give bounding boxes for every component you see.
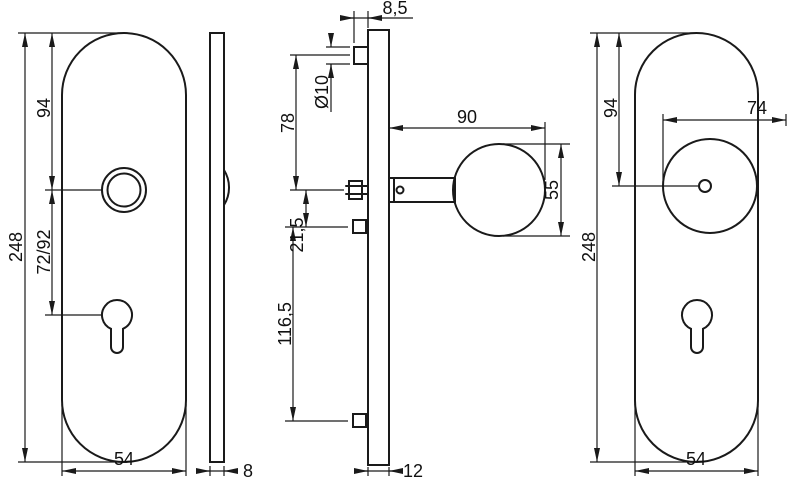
fixing-bolt-lower <box>352 413 367 428</box>
dim-label-top-to-axis-left: 94 <box>34 98 54 118</box>
dim-label-top-to-axis-right: 94 <box>601 98 621 118</box>
dim-label-axis-to-cylinder: 72/92 <box>34 229 54 274</box>
view-side-plate: 8 <box>196 32 253 480</box>
plate-profile-outline <box>209 32 225 463</box>
plate-side-outline <box>367 29 390 466</box>
dim-label-knob-offset: 74 <box>747 98 767 118</box>
grub-screw-hole <box>395 185 405 195</box>
dim-label-width-left: 54 <box>114 449 134 469</box>
plate-hub-bulge <box>223 169 231 206</box>
extension-lines-side-plate <box>196 466 238 476</box>
plate-outline-left <box>61 32 187 463</box>
dim-label-width-right: 54 <box>686 449 706 469</box>
top-screw-head <box>353 46 369 65</box>
dim-label-screw-to-axis: 78 <box>278 113 298 133</box>
handle-rose-inner-circle <box>106 172 142 208</box>
dimension-lines-side-knob <box>290 55 564 421</box>
dim-label-spindle-diameter: Ø10 <box>312 75 332 109</box>
view-front-left: 248 94 72/92 54 <box>6 32 187 476</box>
dimension-lines-left <box>22 33 186 474</box>
handle-rose-outer-circle <box>101 167 147 213</box>
fixing-bolt-upper <box>352 219 367 234</box>
dim-label-knob-projection: 90 <box>457 107 477 127</box>
dim-label-screw-protrusion: 8,5 <box>382 0 407 18</box>
euro-keyhole-right <box>681 299 713 354</box>
dim-label-total-height-left: 248 <box>6 232 26 262</box>
dim-label-plate-depth: 12 <box>403 461 423 480</box>
dim-label-knob-diameter: 55 <box>542 180 562 200</box>
plate-outline-right <box>634 32 759 463</box>
spindle-and-nut <box>345 180 369 200</box>
knob-ball-side <box>452 143 546 237</box>
dimension-lines-right <box>594 33 786 474</box>
extension-lines-right <box>590 32 787 476</box>
dim-label-axis-to-bolt: 21,5 <box>287 217 307 252</box>
dim-label-bolt-spacing: 116,5 <box>275 302 295 346</box>
euro-keyhole-left <box>101 299 133 354</box>
knob-center-hole <box>698 179 712 193</box>
dim-label-plate-thickness: 8 <box>243 461 253 480</box>
knob-neck <box>388 177 456 203</box>
dim-label-total-height-right: 248 <box>579 232 599 262</box>
view-front-right: 248 94 74 54 <box>579 32 787 476</box>
view-side-knob: 8,5 Ø10 78 21,5 116,5 90 55 12 <box>275 0 570 480</box>
